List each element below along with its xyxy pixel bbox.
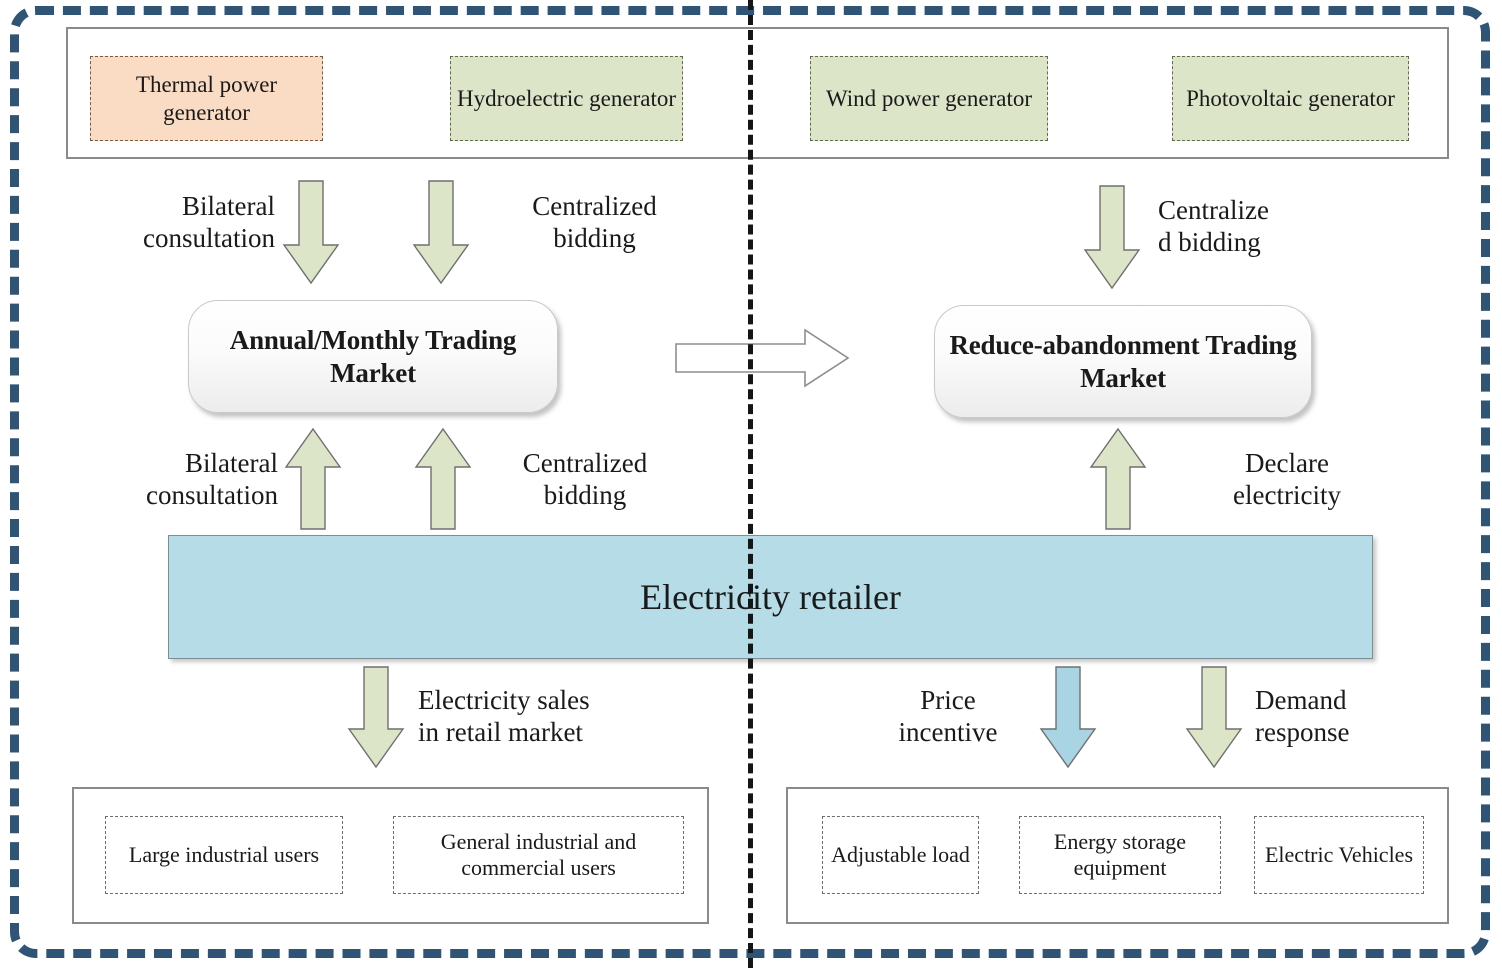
arrow-market-to-market (675, 328, 850, 388)
consumer-general-industrial-commercial-users[interactable]: General industrial and commercial users (393, 816, 684, 894)
arrow-up-bilateral-consultation (284, 427, 342, 530)
label-centralized-bidding-up: Centralized bidding (522, 448, 648, 511)
arrow-down-demand-response (1185, 666, 1243, 769)
electricity-retailer-bar[interactable]: Electricity retailer (168, 535, 1373, 659)
arrow-down-electricity-sales (347, 666, 405, 769)
consumer-large-industrial-users[interactable]: Large industrial users (105, 816, 343, 894)
generator-thermal-power[interactable]: Thermal power generator (90, 56, 323, 141)
annual-monthly-trading-market[interactable]: Annual/Monthly Trading Market (188, 300, 558, 413)
arrow-up-declare-electricity (1089, 427, 1147, 530)
generator-wind-power[interactable]: Wind power generator (810, 56, 1048, 141)
arrow-down-bilateral-consultation (282, 180, 340, 285)
electricity-retailer-label: Electricity retailer (640, 577, 901, 617)
label-bilateral-consultation-down: Bilateral consultation (143, 191, 275, 254)
arrow-up-centralized-bidding (414, 427, 472, 530)
label-bilateral-consultation-up: Bilateral consultation (146, 448, 278, 511)
consumer-adjustable-load[interactable]: Adjustable load (822, 816, 979, 894)
center-dashed-divider (748, 0, 753, 968)
label-centralized-bidding-down-right: Centralize d bidding (1158, 195, 1269, 258)
consumer-energy-storage-equipment[interactable]: Energy storage equipment (1019, 816, 1221, 894)
reduce-abandonment-trading-market[interactable]: Reduce-abandonment Trading Market (934, 305, 1312, 418)
label-electricity-sales-retail: Electricity sales in retail market (418, 685, 590, 748)
label-price-incentive: Price incentive (898, 685, 998, 748)
consumer-electric-vehicles[interactable]: Electric Vehicles (1254, 816, 1424, 894)
arrow-down-price-incentive (1039, 666, 1097, 769)
generator-hydroelectric[interactable]: Hydroelectric generator (450, 56, 683, 141)
label-declare-electricity: Declare electricity (1233, 448, 1341, 511)
arrow-down-centralized-bidding (412, 180, 470, 285)
arrow-down-centralized-bidding-right (1083, 185, 1141, 290)
label-demand-response: Demand response (1255, 685, 1350, 748)
label-centralized-bidding-down: Centralized bidding (532, 191, 657, 254)
generator-photovoltaic[interactable]: Photovoltaic generator (1172, 56, 1409, 141)
